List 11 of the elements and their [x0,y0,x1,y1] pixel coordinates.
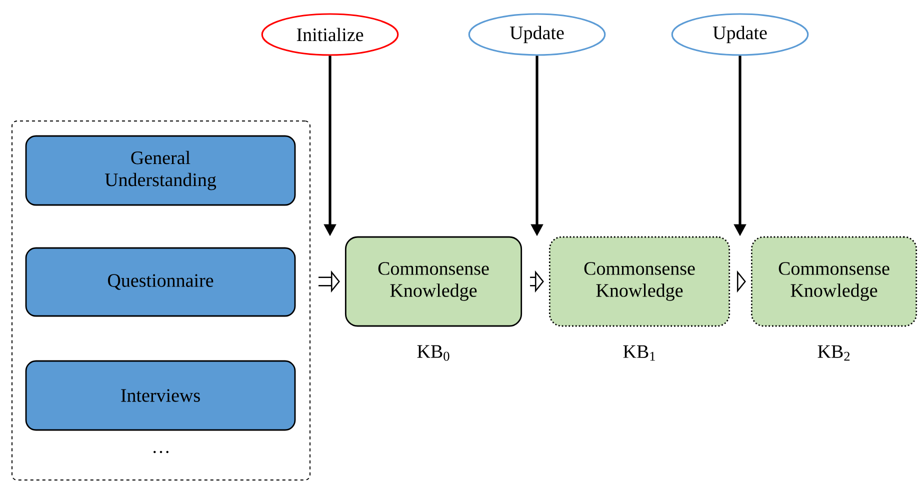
source-box: Questionnaire [25,247,296,317]
group-frame [12,120,310,480]
version-label: KB$_{1}$ [623,345,655,361]
version-label: KB$_{2}$ [818,345,850,361]
source-box: General Understanding [25,135,296,206]
ellipsis: … [154,450,168,454]
knowledge-box: Commonsense Knowledge [750,236,918,327]
knowledge-box: Commonsense Knowledge [344,236,522,327]
knowledge-box: Commonsense Knowledge [548,236,730,327]
source-box: Interviews [25,360,296,431]
version-label: KB$_{0}$ [417,345,450,361]
